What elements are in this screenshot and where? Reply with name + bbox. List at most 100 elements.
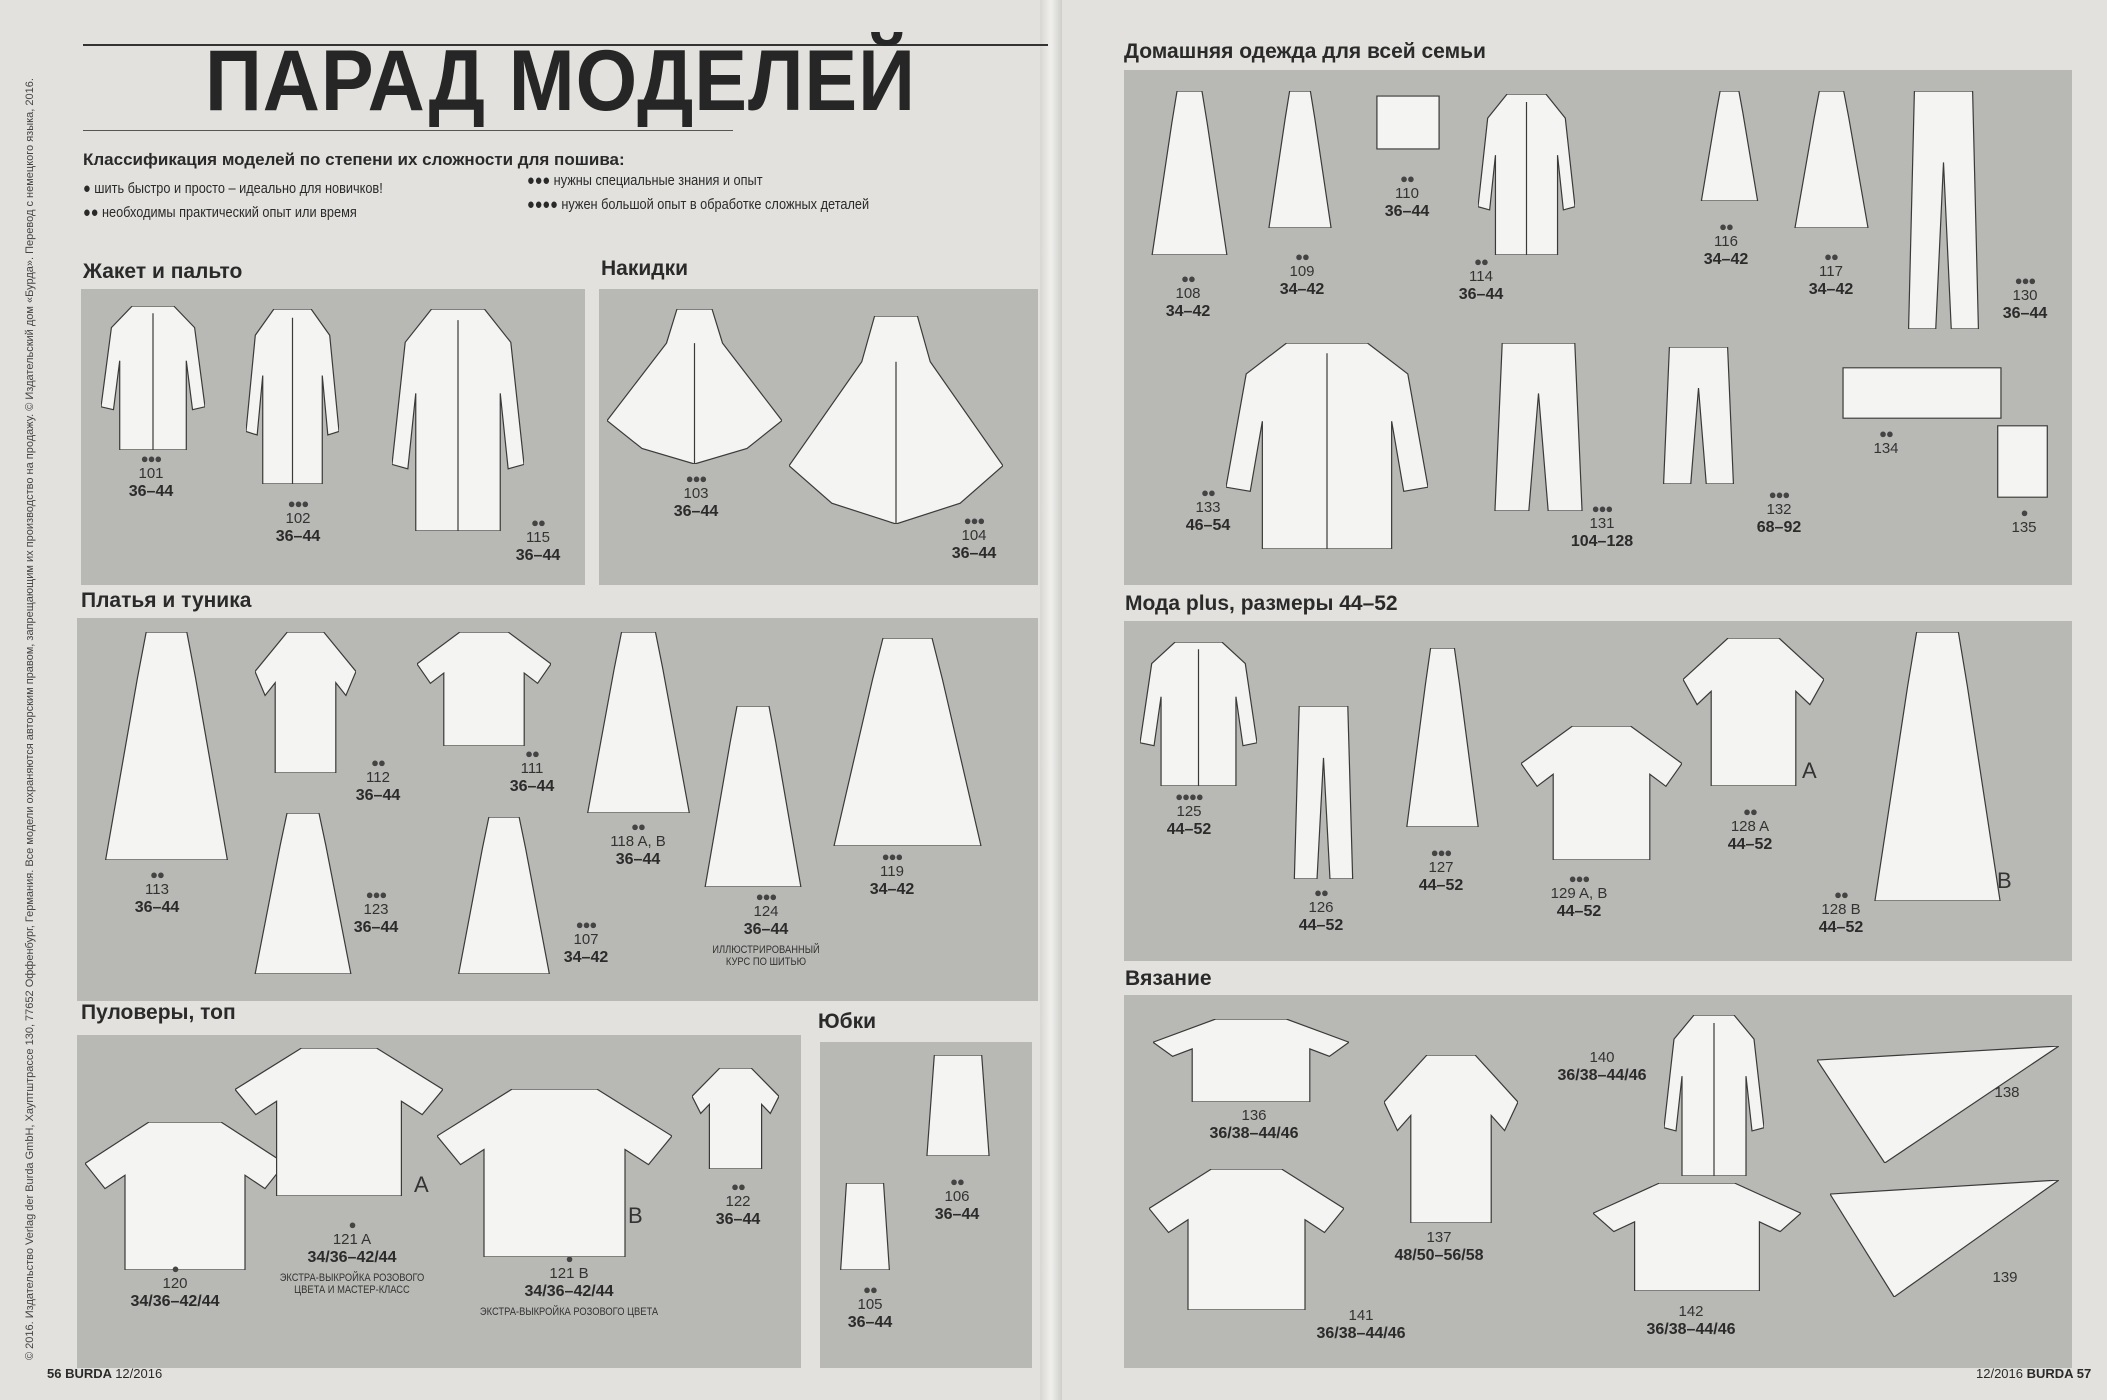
difficulty-dots: ●● xyxy=(950,1174,965,1189)
garment-sketch-118-A-B xyxy=(578,632,699,813)
size-range: 44–52 xyxy=(1727,835,1773,853)
issue: 12/2016 xyxy=(115,1366,163,1381)
garment-sketch-135 xyxy=(1993,419,2052,504)
section-heading-knitting: Вязание xyxy=(1125,967,1212,990)
difficulty-dots: ●●● xyxy=(881,849,904,864)
size-range: 36–44 xyxy=(715,1210,761,1228)
section-heading-plus: Мода plus, размеры 44–52 xyxy=(1125,592,1398,615)
difficulty-dots: ●● xyxy=(1879,426,1894,441)
garment-sketch-101 xyxy=(101,306,205,450)
page-number: 57 xyxy=(2076,1366,2092,1381)
difficulty-dots: ●● xyxy=(1314,885,1329,900)
variant-mark-128b: B xyxy=(1997,868,2012,893)
garment-sketch-119 xyxy=(820,638,995,846)
size-range: 36–44 xyxy=(128,482,174,500)
model-number: 132 xyxy=(1766,501,1792,519)
size-range: 36–44 xyxy=(1384,202,1430,220)
model-number: 136 xyxy=(1241,1107,1267,1124)
difficulty-text: шить быстро и просто – идеально для нови… xyxy=(94,180,383,197)
difficulty-dots: ●● xyxy=(1834,887,1849,902)
garment-sketch-137 xyxy=(1384,1055,1518,1223)
garment-sketch-114 xyxy=(1478,94,1575,255)
difficulty-dots: ●●●● xyxy=(527,196,558,213)
difficulty-dots: ●●●● xyxy=(1175,789,1203,804)
garment-sketch-103 xyxy=(607,309,782,464)
copyright-note: © 2016. Издательство Verlag der Burda Gm… xyxy=(24,78,36,1360)
model-number: 122 xyxy=(725,1193,751,1211)
page-title: ПАРАД МОДЕЛЕЙ xyxy=(205,33,916,129)
difficulty-text: нужен большой опыт в обработке сложных д… xyxy=(561,196,870,213)
garment-sketch-106 xyxy=(921,1055,995,1156)
model-number: 118 A, B xyxy=(610,833,666,851)
size-range: 34–42 xyxy=(869,880,915,898)
garment-sketch-121-B xyxy=(437,1089,672,1257)
garment-sketch-123 xyxy=(246,813,360,974)
model-label: ●●134 xyxy=(1873,426,1898,458)
size-range: 36–44 xyxy=(934,1205,980,1223)
garment-sketch-134 xyxy=(1828,363,2016,423)
size-range: 36–44 xyxy=(2002,304,2048,322)
garment-sketch-102 xyxy=(246,309,339,484)
garment-sketch-128-B xyxy=(1863,632,2012,901)
section-heading-capes: Накидки xyxy=(601,257,689,280)
difficulty-dots: ●● xyxy=(525,746,540,761)
model-number: 107 xyxy=(573,931,599,949)
model-number: 104 xyxy=(961,527,987,545)
difficulty-dots: ● xyxy=(171,1261,180,1276)
garment-sketch-129-A-B xyxy=(1521,726,1682,860)
model-number: 113 xyxy=(145,881,169,899)
difficulty-dots: ●●● xyxy=(685,471,708,486)
garment-sketch-141 xyxy=(1149,1169,1344,1310)
garment-sketch-120 xyxy=(85,1122,285,1270)
garment-sketch-125 xyxy=(1140,642,1257,786)
size-range: 36–44 xyxy=(673,502,719,520)
garment-sketch-105 xyxy=(836,1183,894,1270)
difficulty-dots: ● xyxy=(2020,505,2029,520)
model-number: 126 xyxy=(1308,899,1334,917)
garment-sketch-107 xyxy=(450,817,558,974)
difficulty-dots: ●● xyxy=(1400,171,1415,186)
size-range: 34/36–42/44 xyxy=(524,1282,614,1300)
size-range: 36/38–44/46 xyxy=(1557,1066,1647,1084)
garment-sketch-111 xyxy=(417,632,551,746)
size-range: 34–42 xyxy=(1279,280,1325,298)
brand: BURDA xyxy=(65,1366,112,1381)
title-underline xyxy=(83,130,733,131)
difficulty-dots: ●●● xyxy=(1768,487,1791,502)
variant-mark-121a: A xyxy=(414,1172,429,1197)
model-number: 140 xyxy=(1589,1049,1615,1066)
garment-sketch-108 xyxy=(1145,91,1234,255)
garment-sketch-132 xyxy=(1650,347,1747,484)
size-range: 104–128 xyxy=(1570,532,1634,550)
size-range: 36–44 xyxy=(515,546,561,564)
garment-sketch-127 xyxy=(1400,648,1485,827)
garment-sketch-113 xyxy=(94,632,239,860)
size-range: 36/38–44/46 xyxy=(1209,1124,1299,1142)
difficulty-level-2: ●● необходимы практический опыт или врем… xyxy=(83,204,357,221)
size-range: 44–52 xyxy=(1298,916,1344,934)
difficulty-dots: ●●● xyxy=(2014,273,2037,288)
difficulty-dots: ●● xyxy=(1824,249,1839,264)
garment-sketch-117 xyxy=(1788,91,1875,228)
model-number: 127 xyxy=(1428,859,1454,877)
difficulty-text: необходимы практический опыт или время xyxy=(101,204,357,221)
